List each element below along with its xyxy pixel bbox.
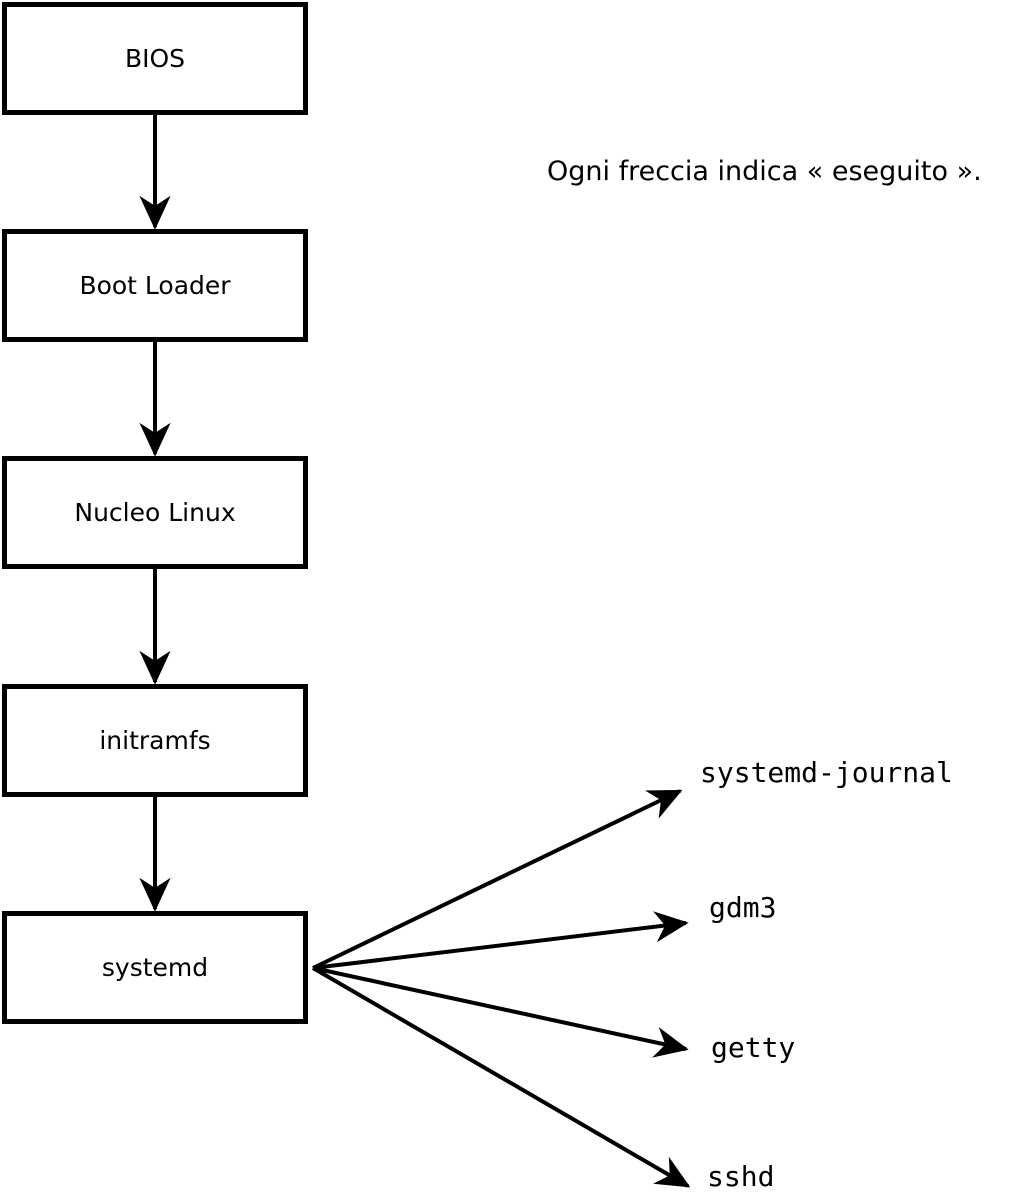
arrow-systemd-to-getty bbox=[312, 966, 689, 1058]
diagram-caption: Ogni freccia indica « eseguito ». bbox=[547, 156, 982, 187]
arrow-systemd-to-journal bbox=[312, 789, 683, 970]
node-bios: BIOS bbox=[2, 2, 308, 115]
arrow-systemd-to-sshd bbox=[311, 966, 691, 1188]
node-initramfs: initramfs bbox=[2, 684, 308, 797]
service-label-gdm3: gdm3 bbox=[709, 891, 777, 924]
node-systemd-label: systemd bbox=[101, 953, 209, 982]
node-initramfs-label: initramfs bbox=[99, 726, 211, 755]
service-label-sshd: sshd bbox=[707, 1160, 775, 1193]
node-boot-loader: Boot Loader bbox=[2, 229, 308, 342]
service-label-systemd-journal: systemd-journal bbox=[700, 756, 953, 789]
node-boot-loader-label: Boot Loader bbox=[79, 271, 231, 300]
node-nucleo-linux: Nucleo Linux bbox=[2, 456, 308, 569]
service-label-getty: getty bbox=[711, 1031, 796, 1064]
node-bios-label: BIOS bbox=[124, 44, 186, 73]
node-nucleo-linux-label: Nucleo Linux bbox=[74, 498, 236, 527]
node-systemd: systemd bbox=[2, 911, 308, 1024]
arrow-systemd-to-gdm3 bbox=[312, 911, 689, 970]
